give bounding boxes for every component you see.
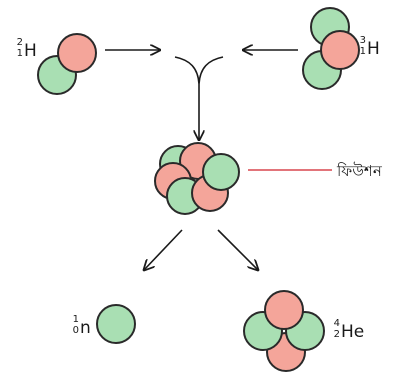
- arrow-down-right: [217, 229, 258, 270]
- tritium-nucleus: [302, 7, 360, 90]
- helium-mass-number: 4: [333, 318, 340, 329]
- deuterium-mass-number: 2: [16, 37, 23, 48]
- deuterium-atomic-number: 1: [16, 48, 23, 59]
- neutron-mass-number: 1: [72, 314, 79, 325]
- tritium-atomic-number: 1: [359, 46, 366, 57]
- deuterium-symbol: H: [24, 41, 37, 61]
- neutron-atomic-number: 0: [72, 325, 79, 336]
- neutron-particle: [96, 304, 136, 344]
- merge-connector: [174, 56, 224, 85]
- neutron-symbol: n: [80, 318, 91, 338]
- tritium-label: 3 1 H: [357, 36, 397, 64]
- helium-symbol: He: [341, 322, 365, 342]
- deuterium-nucleus: [37, 33, 97, 95]
- neutron-label: 1 0 n: [70, 315, 110, 343]
- arrow-down-left: [144, 229, 183, 270]
- tritium-mass-number: 3: [359, 35, 366, 46]
- helium-nucleus: [243, 290, 325, 372]
- proton-particle: [320, 30, 360, 70]
- neutron-product: [96, 304, 136, 344]
- tritium-symbol: H: [367, 39, 380, 59]
- proton-particle: [57, 33, 97, 73]
- deuterium-label: 2 1 H: [14, 38, 54, 66]
- fusion-label: ফিউশন: [337, 162, 382, 180]
- helium-label: 4 2 He: [331, 319, 381, 347]
- neutron-particle: [202, 153, 240, 191]
- proton-particle: [264, 290, 304, 330]
- helium-atomic-number: 2: [333, 329, 340, 340]
- fused-nucleus: [154, 142, 240, 215]
